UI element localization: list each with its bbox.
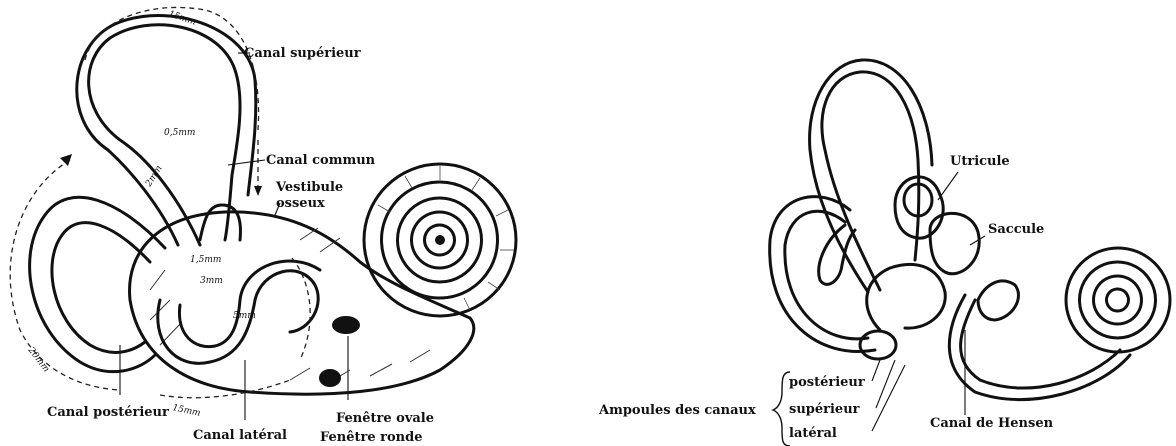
label-canal-superieur: Canal supérieur: [244, 46, 361, 61]
dim-3mm: 3mm: [200, 276, 223, 286]
label-fenetre-ronde: Fenêtre ronde: [320, 430, 423, 445]
ampoules-brace: [773, 372, 790, 446]
label-canal-posterieur: Canal postérieur: [47, 405, 169, 420]
label-fenetre-ovale: Fenêtre ovale: [336, 411, 434, 426]
label-vestibule-line2: osseux: [276, 196, 325, 211]
cochlea: [364, 164, 516, 316]
label-ampoules-des-canaux: Ampoules des canaux: [598, 403, 756, 418]
round-window: [319, 369, 341, 387]
canal-de-hensen: [978, 281, 1018, 320]
membranous-lateral-canal: [867, 264, 946, 330]
dim-15mm-mid: 1,5mm: [190, 255, 221, 265]
label-posterieur: postérieur: [789, 375, 865, 390]
label-canal-lateral: Canal latéral: [193, 428, 287, 443]
dim-05mm: 0,5mm: [164, 128, 195, 138]
membranous-labyrinth-figure: Utricule Saccule Canal de Hensen Ampoule…: [598, 60, 1170, 446]
bony-labyrinth-figure: 15mm 0,5mm 2mm 1,5mm 3mm 5mm 20mm 15mm C…: [10, 7, 516, 445]
label-vestibule-line1: Vestibule: [275, 180, 343, 195]
label-canal-de-hensen: Canal de Hensen: [930, 416, 1054, 431]
ampulla-posterior: [860, 331, 896, 359]
dim-arc-left: [10, 160, 120, 390]
vestibule-hatching: [150, 228, 430, 382]
cochlear-duct-spiral: [1066, 248, 1170, 352]
endolymphatic-sac: [819, 225, 855, 284]
dim-5mm: 5mm: [233, 311, 256, 321]
oval-window: [332, 316, 360, 334]
dim-15mm-bottom: 15mm: [171, 403, 201, 419]
label-saccule: Saccule: [988, 222, 1044, 237]
label-canal-commun: Canal commun: [266, 153, 376, 168]
label-superieur: supérieur: [789, 402, 860, 417]
common-crus: [200, 205, 240, 240]
dim-20mm: 20mm: [25, 345, 51, 374]
dim-2mm: 2mm: [144, 164, 165, 189]
label-utricule: Utricule: [950, 154, 1010, 169]
label-lateral: latéral: [789, 426, 837, 441]
